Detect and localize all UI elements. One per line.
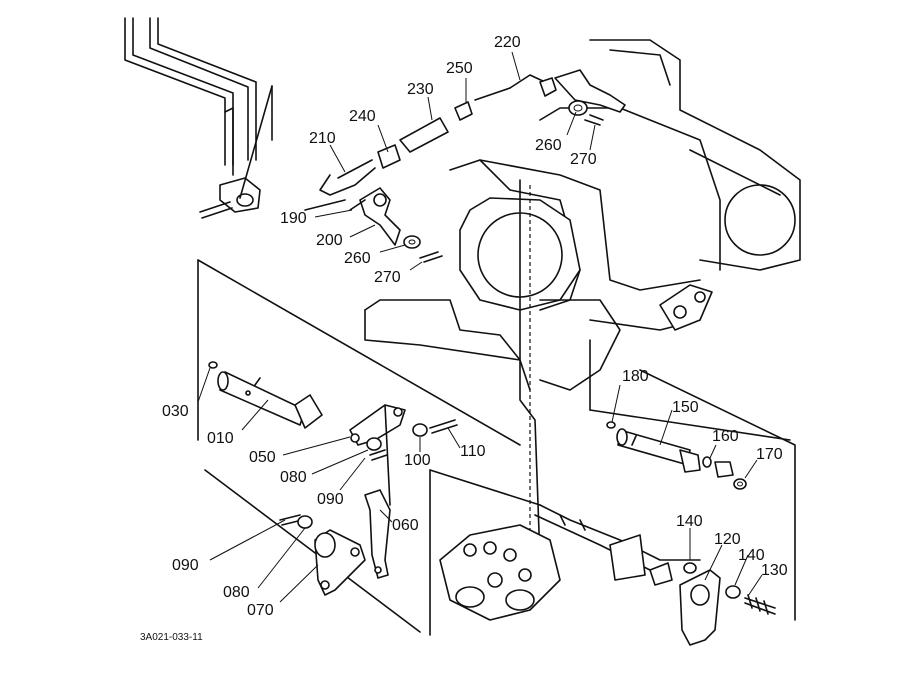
callout-140-upper: 140 (676, 513, 703, 530)
top-left-frame-part (124, 17, 273, 219)
callout-260-upper: 260 (535, 137, 562, 154)
callout-160: 160 (712, 428, 739, 445)
callout-140-lower: 140 (738, 547, 765, 564)
callout-010: 010 (207, 430, 234, 447)
valve-block (439, 504, 701, 621)
callout-190: 190 (280, 210, 307, 227)
callout-120: 120 (714, 531, 741, 548)
callout-240: 240 (349, 108, 376, 125)
drawing-code: 3A021-033-11 (140, 632, 203, 643)
callout-030: 030 (162, 403, 189, 420)
bracket-assembly (679, 562, 776, 646)
callout-labels: 220 250 230 240 210 260 270 190 200 260 … (162, 34, 788, 619)
callout-080-upper: 080 (280, 469, 307, 486)
callout-070: 070 (247, 602, 274, 619)
callout-150: 150 (672, 399, 699, 416)
lower-left-linkage (208, 361, 458, 596)
callout-260-lower: 260 (344, 250, 371, 267)
right-linkage (606, 421, 747, 490)
upper-rod-assembly (304, 69, 626, 263)
callout-080-lower: 080 (223, 584, 250, 601)
callout-050: 050 (249, 449, 276, 466)
callout-170: 170 (756, 446, 783, 463)
callout-200: 200 (316, 232, 343, 249)
callout-060: 060 (392, 517, 419, 534)
callout-100: 100 (404, 452, 431, 469)
leader-lines (197, 51, 763, 603)
callout-270-lower: 270 (374, 269, 401, 286)
transmission-housing (364, 39, 801, 561)
callout-250: 250 (446, 60, 473, 77)
reference-box-left (197, 85, 541, 636)
callout-180: 180 (622, 368, 649, 385)
callout-090-upper: 090 (317, 491, 344, 508)
callout-270-upper: 270 (570, 151, 597, 168)
callout-220: 220 (494, 34, 521, 51)
reference-box-right (589, 339, 796, 621)
callout-110: 110 (460, 443, 486, 460)
callout-090-lower: 090 (172, 557, 199, 574)
callout-130: 130 (761, 562, 788, 579)
callout-230: 230 (407, 81, 434, 98)
callout-210: 210 (309, 130, 336, 147)
